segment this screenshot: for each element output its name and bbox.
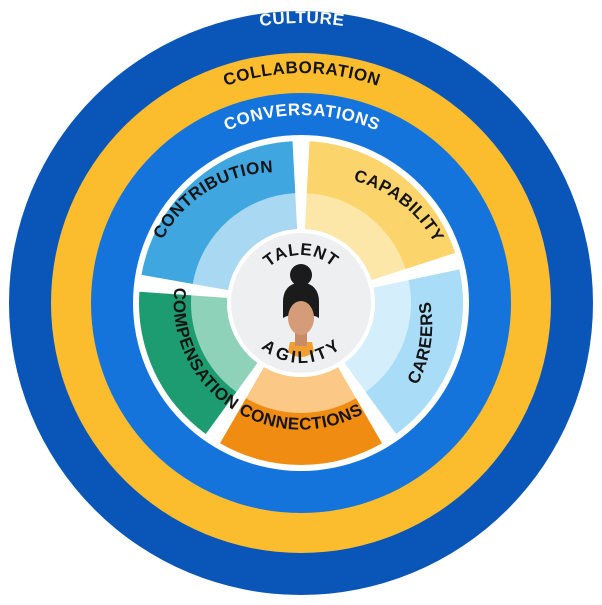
- segment-compensation: [139, 291, 237, 435]
- segment-connections: [220, 398, 382, 465]
- segment-compensation-inner: [177, 294, 258, 404]
- culture-label: CULTURE: [258, 8, 346, 30]
- segment-contribution-inner: [178, 179, 298, 291]
- person-avatar-icon: [283, 264, 319, 357]
- segment-careers-inner: [344, 277, 425, 404]
- segments-wheel: [139, 141, 463, 465]
- segment-capability-inner: [304, 179, 419, 281]
- segment-contribution: [141, 141, 296, 284]
- segment-capability: [306, 141, 456, 270]
- segment-careers: [365, 269, 463, 435]
